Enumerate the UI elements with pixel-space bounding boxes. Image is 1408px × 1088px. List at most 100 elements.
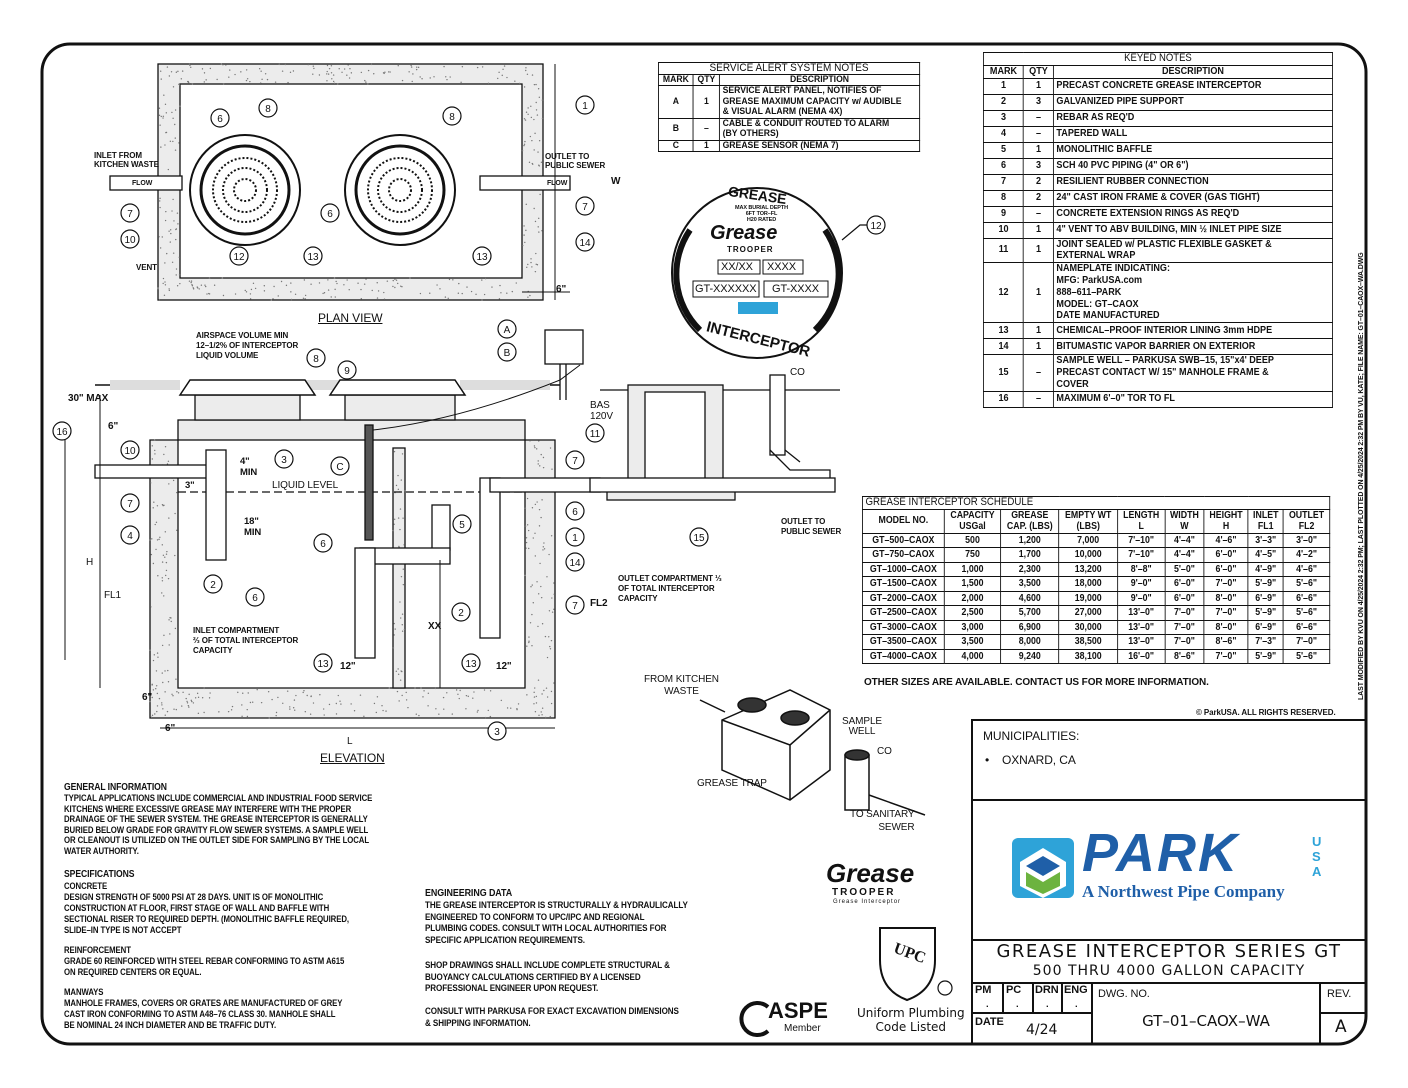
table-cell: 8'–6" <box>1164 648 1205 664</box>
table-cell: 4'–6" <box>1282 561 1331 577</box>
dim-l: L <box>347 736 353 747</box>
column-header: LENGTH L <box>1117 508 1166 534</box>
callout-number: 14 <box>569 558 581 569</box>
sample-well-section <box>589 374 840 501</box>
title-block-frame <box>971 719 1366 1044</box>
callout-number: 7 <box>572 456 578 467</box>
column-header: EMPTY WT (LBS) <box>1058 508 1118 534</box>
dim-6in-side: 6" <box>165 723 176 734</box>
nameplate-graphic <box>671 187 868 359</box>
keyed-notes-title: KEYED NOTES <box>983 52 1333 66</box>
qty-cell: 1 <box>1023 221 1054 239</box>
callout-number: 13 <box>317 659 329 670</box>
table-cell: 4'–5" <box>1247 547 1284 563</box>
table-cell: 4'–9" <box>1247 561 1284 577</box>
column-header: DESCRIPTION <box>1052 64 1333 79</box>
dwg-no-value: GT–01–CAOX–WA <box>1142 1012 1270 1030</box>
callout-number: 7 <box>127 209 133 220</box>
callout-bubble <box>313 533 333 553</box>
description-cell: SERVICE ALERT PANEL, NOTIFIES OF GREASE … <box>718 85 921 119</box>
description-cell: MAXIMUM 6'–0" TOR TO FL <box>1052 390 1333 408</box>
callout-bubble <box>120 203 140 223</box>
callout-bubble <box>461 653 481 673</box>
table-cell: 6'–9" <box>1247 619 1284 635</box>
table-cell: 5'–0" <box>1164 561 1205 577</box>
pm-value: . <box>986 999 989 1010</box>
table-cell: 8'–0" <box>1203 619 1249 635</box>
mark-cell: 12 <box>982 262 1025 324</box>
alert-panel <box>544 329 584 400</box>
from-kitchen-label: FROM KITCHEN WASTE <box>644 674 719 697</box>
park-logo-mark <box>1012 838 1074 898</box>
callout-number: 12 <box>870 221 882 232</box>
grease-trap-label: GREASE TRAP <box>697 778 767 789</box>
table-cell: GT–2000–CAOX <box>862 590 945 606</box>
inlet-compartment-label: INLET COMPARTMENT ⅔ OF TOTAL INTERCEPTOR… <box>193 626 299 655</box>
liquid-level-label: LIQUID LEVEL <box>272 480 339 491</box>
description-cell: CABLE & CONDUIT ROUTED TO ALARM (BY OTHE… <box>718 117 921 141</box>
service-alert-title: SERVICE ALERT SYSTEM NOTES <box>658 62 921 75</box>
table-cell: 8'–6" <box>1203 634 1249 650</box>
table-cell: 7'–0" <box>1203 576 1249 592</box>
concrete-body: DESIGN STRENGTH OF 5000 PSI AT 28 DAYS. … <box>64 892 349 936</box>
drn-value: . <box>1046 999 1049 1010</box>
table-cell: 9'–0" <box>1117 576 1166 592</box>
table-cell: 3,500 <box>1000 576 1060 592</box>
plan-view <box>109 63 571 301</box>
description-cell: 24" CAST IRON FRAME & COVER (GAS TIGHT) <box>1052 189 1333 207</box>
table-cell: 3'–0" <box>1282 532 1331 548</box>
dim-30-max: 30" MAX <box>68 393 109 404</box>
table-cell: 3'–3" <box>1247 532 1284 548</box>
callout-bubble <box>210 108 230 128</box>
table-cell: 19,000 <box>1058 590 1118 606</box>
callout-bubble <box>565 552 585 572</box>
table-cell: 1,200 <box>1000 532 1060 548</box>
sheet-border <box>40 42 1368 1046</box>
callout-bubble <box>120 229 140 249</box>
copyright: © ParkUSA. ALL RIGHTS RESERVED. <box>1196 708 1336 717</box>
plan-view-title: PLAN VIEW <box>318 311 383 325</box>
callout-number: 6 <box>217 114 223 125</box>
manways-body: MANHOLE FRAMES, COVERS OR GRATES ARE MAN… <box>64 998 343 1031</box>
table-cell: 3,000 <box>943 619 1002 635</box>
description-cell: SAMPLE WELL – PARKUSA SWB–15, 15"x4' DEE… <box>1052 354 1333 392</box>
table-cell: 2,500 <box>943 605 1002 621</box>
rev-label: REV. <box>1327 988 1352 1000</box>
table-row: 15–SAMPLE WELL – PARKUSA SWB–15, 15"x4' … <box>982 354 1333 392</box>
aspe-logo: ASPE <box>768 998 828 1023</box>
qty-cell: 1 <box>692 139 720 152</box>
callout-bubble <box>120 493 140 513</box>
dwg-no-label: DWG. NO. <box>1098 988 1150 1000</box>
table-cell: 750 <box>943 547 1002 563</box>
dim-fl2: FL2 <box>590 598 608 609</box>
callout-bubble <box>497 342 517 362</box>
callout-number: 15 <box>693 533 705 544</box>
qty-cell: 1 <box>1023 77 1054 95</box>
dim-12in: 12" <box>496 661 512 672</box>
dim-6in: 6" <box>556 284 567 295</box>
callout-number: 14 <box>579 238 591 249</box>
callout-bubble <box>120 525 140 545</box>
table-cell: 500 <box>943 532 1002 548</box>
table-cell: 7'–0" <box>1203 648 1249 664</box>
grease-sensor <box>364 424 374 541</box>
date-value: 4/24 <box>1026 1022 1058 1038</box>
callout-number: 13 <box>465 659 477 670</box>
dim-h: H <box>86 557 94 568</box>
table-cell: GT–3000–CAOX <box>862 619 945 635</box>
callout-number: 8 <box>449 112 455 123</box>
table-cell: 7'–0" <box>1164 634 1205 650</box>
flow-label: FLOW <box>547 180 568 187</box>
callout-bubble <box>866 215 886 235</box>
description-cell: 4" VENT TO ABV BUILDING, MIN ½ INLET PIP… <box>1052 221 1333 239</box>
description-cell: GALVANIZED PIPE SUPPORT <box>1052 93 1333 111</box>
table-cell: 1,500 <box>943 576 1002 592</box>
table-cell: 8,000 <box>1000 634 1060 650</box>
table-cell: 7'–0" <box>1282 634 1331 650</box>
callout-bubble <box>575 232 595 252</box>
